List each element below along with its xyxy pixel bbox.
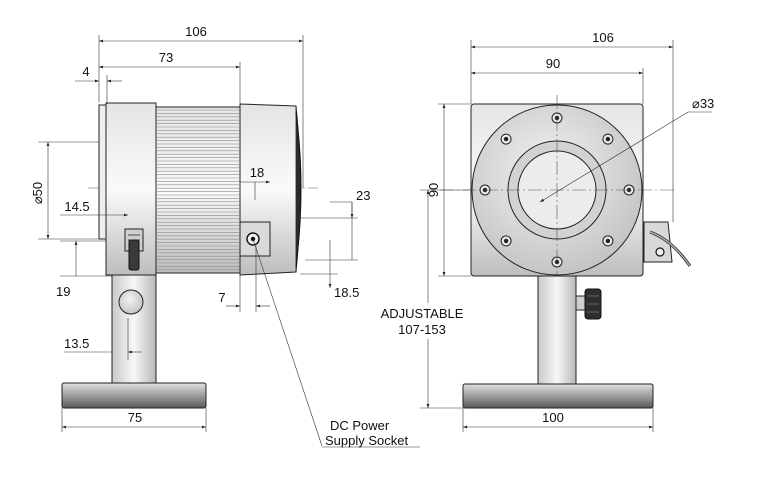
post-clamp (118, 289, 144, 315)
front-support-post (537, 275, 577, 385)
side-base (61, 382, 207, 409)
dim-side-knob: 14.5 (64, 199, 89, 214)
dim-side-post-offset: 13.5 (64, 336, 89, 351)
dim-front-overall: 106 (592, 30, 614, 45)
lock-knob-handle (128, 239, 140, 271)
adjustable-range: 107-153 (398, 322, 446, 337)
screw-hole (605, 238, 611, 244)
screw-hole (503, 238, 509, 244)
screw-hole (605, 136, 611, 142)
side-view: 106 73 4 ⌀50 14.5 18 23 18.5 (30, 24, 370, 432)
fin-lines (157, 109, 239, 271)
dim-front-base: 100 (542, 410, 564, 425)
cooling-fins (155, 106, 241, 274)
dim-side-socket-height: 18 (250, 165, 264, 180)
dim-side-socket-width: 23 (356, 188, 370, 203)
dim-front-aperture: ⌀33 (692, 96, 714, 111)
dim-front-plate-width: 90 (546, 56, 560, 71)
adjustable-label: ADJUSTABLE (381, 306, 464, 321)
dim-side-body: 73 (159, 50, 173, 65)
callout-line-1: DC Power (330, 418, 390, 433)
dim-side-front-offset: 4 (82, 64, 89, 79)
dim-side-socket-x: 7 (218, 290, 225, 305)
dim-side-base: 75 (128, 410, 142, 425)
dc-power-callout: DC Power Supply Socket (252, 238, 420, 448)
dim-side-diameter: ⌀50 (30, 182, 45, 204)
dim-side-socket-bottom: 18.5 (334, 285, 359, 300)
screw-hole (503, 136, 509, 142)
callout-line-2: Supply Socket (325, 433, 408, 448)
front-base (462, 383, 654, 409)
rear-face (295, 111, 302, 267)
front-view: 106 90 90 ⌀33 ADJUSTABLE 107-153 100 (370, 30, 714, 432)
dim-side-post-top: 19 (56, 284, 70, 299)
dim-side-overall: 106 (185, 24, 207, 39)
